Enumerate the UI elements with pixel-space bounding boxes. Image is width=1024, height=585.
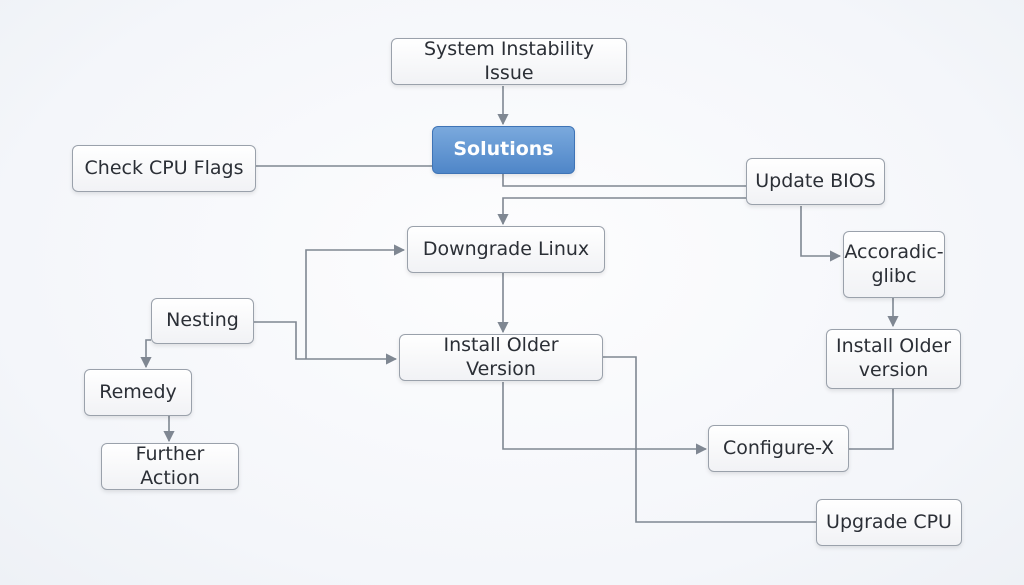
node-update-bios[interactable]: Update BIOS	[746, 158, 885, 205]
node-upgrade-cpu[interactable]: Upgrade CPU	[816, 499, 962, 546]
node-label: Further Action	[135, 442, 205, 489]
node-solutions[interactable]: Solutions	[432, 126, 575, 174]
node-check-cpu-flags[interactable]: Check CPU Flags	[72, 145, 256, 192]
edge-updatebios-to-glibc	[800, 206, 842, 262]
node-label: System Instability Issue	[423, 37, 595, 84]
node-label: Upgrade CPU	[826, 510, 952, 533]
node-configure-x[interactable]: Configure-X	[708, 425, 849, 472]
node-install-older-version[interactable]: Install Older Version	[399, 334, 603, 381]
node-label: Update BIOS	[755, 169, 876, 192]
edge-installright-to-configure	[849, 389, 894, 450]
edge-install-to-configure	[502, 382, 708, 455]
edge-solutions-to-updatebios	[502, 174, 746, 187]
edge-nesting-to-install	[254, 321, 398, 365]
node-label: Downgrade Linux	[422, 237, 590, 260]
node-label: Remedy	[99, 380, 177, 403]
node-downgrade-linux[interactable]: Downgrade Linux	[407, 226, 605, 273]
node-label: Install Older version	[835, 335, 952, 381]
node-label: Nesting	[166, 309, 239, 332]
edge-nesting-to-downgrade	[305, 244, 406, 359]
node-label: Configure-X	[722, 436, 834, 459]
node-label: Solutions	[453, 138, 554, 161]
node-accoradic-glibc[interactable]: Accoradic- glibc	[843, 231, 945, 298]
edge-install-to-upgradecpu	[603, 356, 816, 523]
node-label: Accoradic- glibc	[844, 240, 944, 287]
node-further-action[interactable]: Further Action	[101, 443, 239, 490]
node-system-instability-issue[interactable]: System Instability Issue	[391, 38, 627, 85]
node-label: Check CPU Flags	[84, 156, 244, 179]
node-label: Install Older Version	[443, 333, 559, 380]
node-install-older-version-right[interactable]: Install Older version	[826, 329, 961, 389]
node-remedy[interactable]: Remedy	[84, 369, 192, 416]
edge-nesting-to-remedy	[140, 339, 152, 369]
edge-updatebios-to-downgrade	[497, 197, 746, 226]
node-nesting[interactable]: Nesting	[151, 298, 254, 344]
